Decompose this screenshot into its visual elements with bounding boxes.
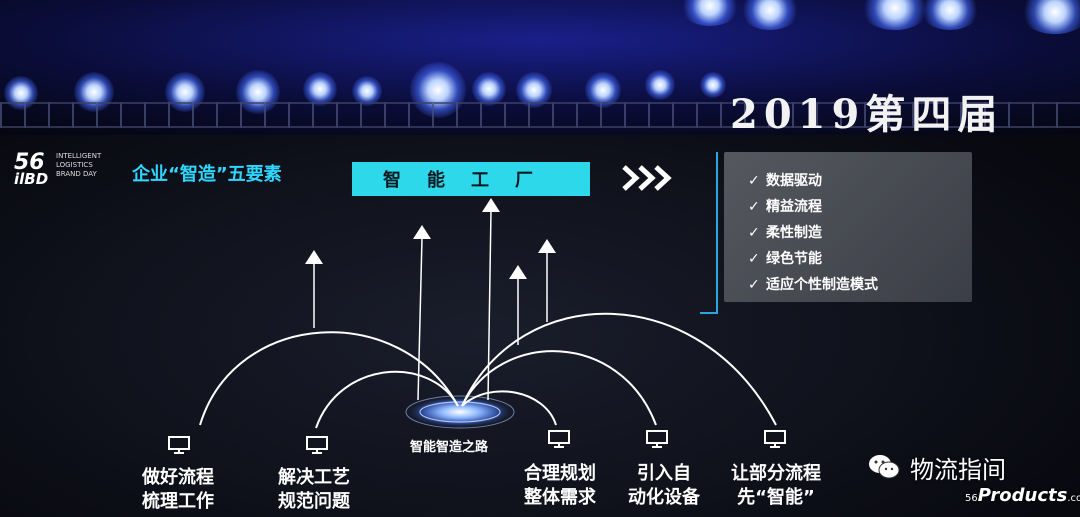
factory-bar: 智能工厂 xyxy=(352,162,590,196)
arrow-up-icon xyxy=(509,265,527,279)
arc-4 xyxy=(461,350,657,426)
node-label: 做好流程 梳理工作 xyxy=(142,467,214,512)
slide-heading: 企业“智造”五要素 xyxy=(132,164,282,185)
monitor-icon xyxy=(168,436,190,454)
monitor-icon xyxy=(646,430,668,448)
stage-light xyxy=(472,72,506,106)
hub-label: 智能智造之路 xyxy=(410,440,489,455)
arc-2 xyxy=(315,370,459,429)
arc-5 xyxy=(461,312,777,426)
node-label: 解决工艺 规范问题 xyxy=(278,467,350,512)
arc-1 xyxy=(199,331,459,426)
check-icon: ✓ xyxy=(748,277,760,293)
arc-3 xyxy=(461,390,557,426)
check-icon: ✓ xyxy=(748,225,760,241)
stage-light xyxy=(303,72,337,106)
check-icon: ✓ xyxy=(748,173,760,189)
checklist-item: ✓精益流程 xyxy=(748,199,822,215)
checklist-item: ✓数据驱动 xyxy=(748,173,822,189)
wechat-account-name: 物流指间 xyxy=(910,455,1006,484)
monitor-icon xyxy=(548,430,570,448)
node-label: 合理规划 整体需求 xyxy=(524,463,596,508)
wechat-icon xyxy=(869,455,900,479)
stage-light xyxy=(645,70,675,100)
stage-light xyxy=(700,72,726,98)
node-label: 引入自 动化设备 xyxy=(628,463,700,508)
checklist-item: ✓柔性制造 xyxy=(748,225,822,241)
site-watermark: 56Products.com xyxy=(965,485,1080,506)
arrow-up-icon xyxy=(305,250,323,264)
hub-glow xyxy=(405,395,515,429)
checklist-panel xyxy=(724,152,972,302)
node-label: 让部分流程 先“智能” xyxy=(731,463,821,508)
check-icon: ✓ xyxy=(748,251,760,267)
event-logo: 56 ilBD INTELLIGENT LOGISTICS BRAND DAY xyxy=(14,150,110,190)
stage-light xyxy=(352,76,382,106)
checklist-item: ✓适应个性制造模式 xyxy=(748,277,878,293)
arrow-up-icon xyxy=(538,239,556,253)
stage-truss xyxy=(0,102,1080,128)
monitor-icon xyxy=(764,430,786,448)
monitor-icon xyxy=(306,436,328,454)
chevrons-right-icon xyxy=(622,165,672,191)
hub-ring xyxy=(419,401,501,423)
logo-text: INTELLIGENT LOGISTICS BRAND DAY xyxy=(56,152,102,178)
wechat-watermark: 物流指间 xyxy=(868,447,1068,487)
check-icon: ✓ xyxy=(748,199,760,215)
arrow-up-icon xyxy=(413,225,431,239)
logo-number: 56 xyxy=(14,150,45,175)
checklist-item: ✓绿色节能 xyxy=(748,251,822,267)
logo-sub: ilBD xyxy=(14,170,49,188)
arrow-up-icon xyxy=(482,198,500,212)
panel-bracket xyxy=(700,152,718,314)
